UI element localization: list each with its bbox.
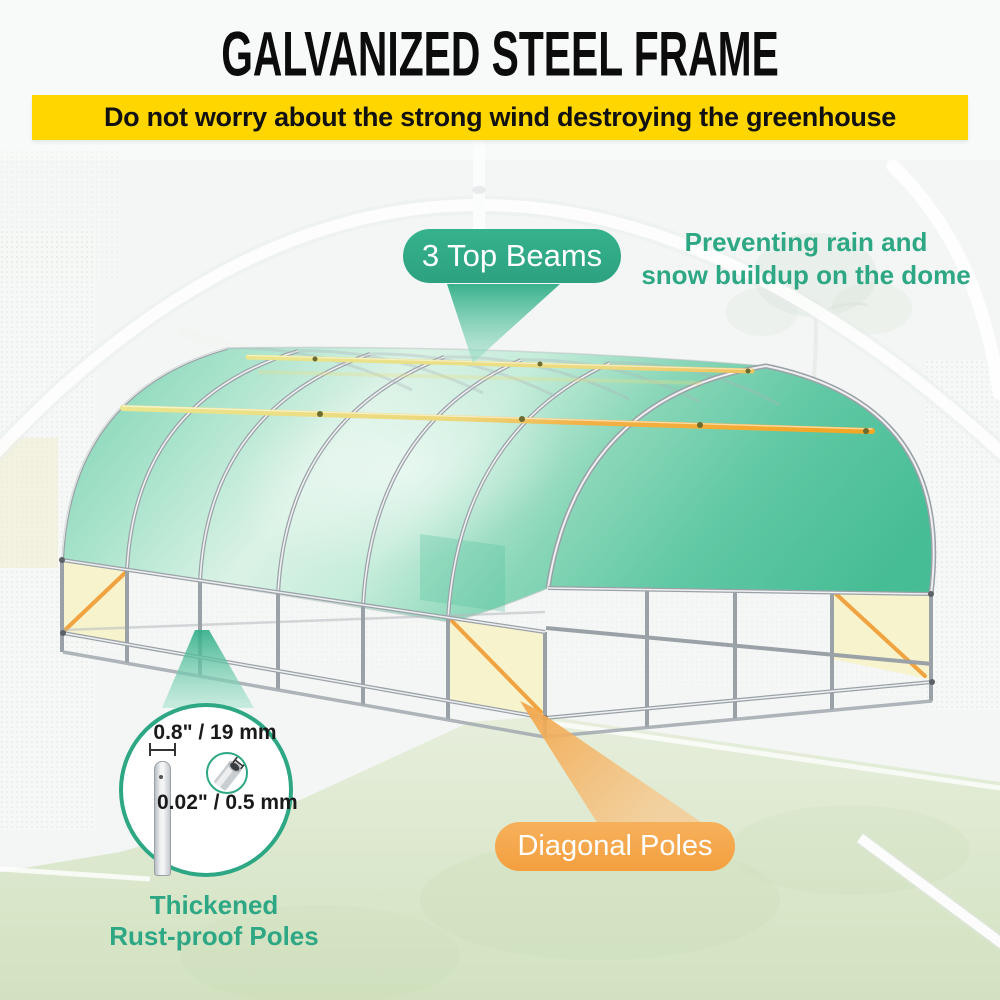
pole-caption-line2: Rust-proof Poles [109, 921, 319, 951]
pole-caption-line1: Thickened [149, 890, 279, 920]
pole-hole [159, 775, 163, 779]
hoop-arches [62, 347, 781, 619]
tube-cross-section-circle [206, 752, 248, 794]
top-beams [120, 354, 875, 434]
cone-diagonal-poles [520, 701, 704, 824]
cone-top-beams [447, 284, 560, 363]
tree-silhouette [726, 233, 912, 401]
tube-cross-section-icon [214, 756, 246, 791]
top-beams-badge: 3 Top Beams [403, 229, 621, 283]
rain-snow-note: Preventing rain and snow buildup on the … [630, 226, 982, 292]
steel-pole-icon [154, 761, 171, 876]
highlight-banner: Do not worry about the strong wind destr… [32, 95, 968, 140]
pole-detail-circle: 0.8" / 19 mm 0.02" / 0.5 mm [119, 703, 298, 877]
background-yellow-panel [0, 438, 58, 568]
end-hoop-arch [545, 363, 937, 595]
diagonal-poles-badge: Diagonal Poles [495, 822, 735, 871]
diameter-marker-icon [149, 743, 176, 756]
cone-pole-detail [162, 630, 254, 708]
page-title: GALVANIZED STEEL FRAME [221, 19, 779, 90]
ground-pipe [857, 833, 1000, 949]
pole-thickness-text: 0.02" / 0.5 mm [157, 791, 298, 814]
pole-diameter-text: 0.8" / 19 mm [153, 721, 277, 744]
base-frame [59, 557, 935, 739]
pole-caption: Thickened Rust-proof Poles [79, 890, 349, 952]
rain-note-line2: snow buildup on the dome [641, 260, 971, 290]
pipe-joint [472, 186, 486, 194]
greenhouse-frame [59, 346, 937, 739]
rain-note-line1: Preventing rain and [684, 227, 928, 257]
